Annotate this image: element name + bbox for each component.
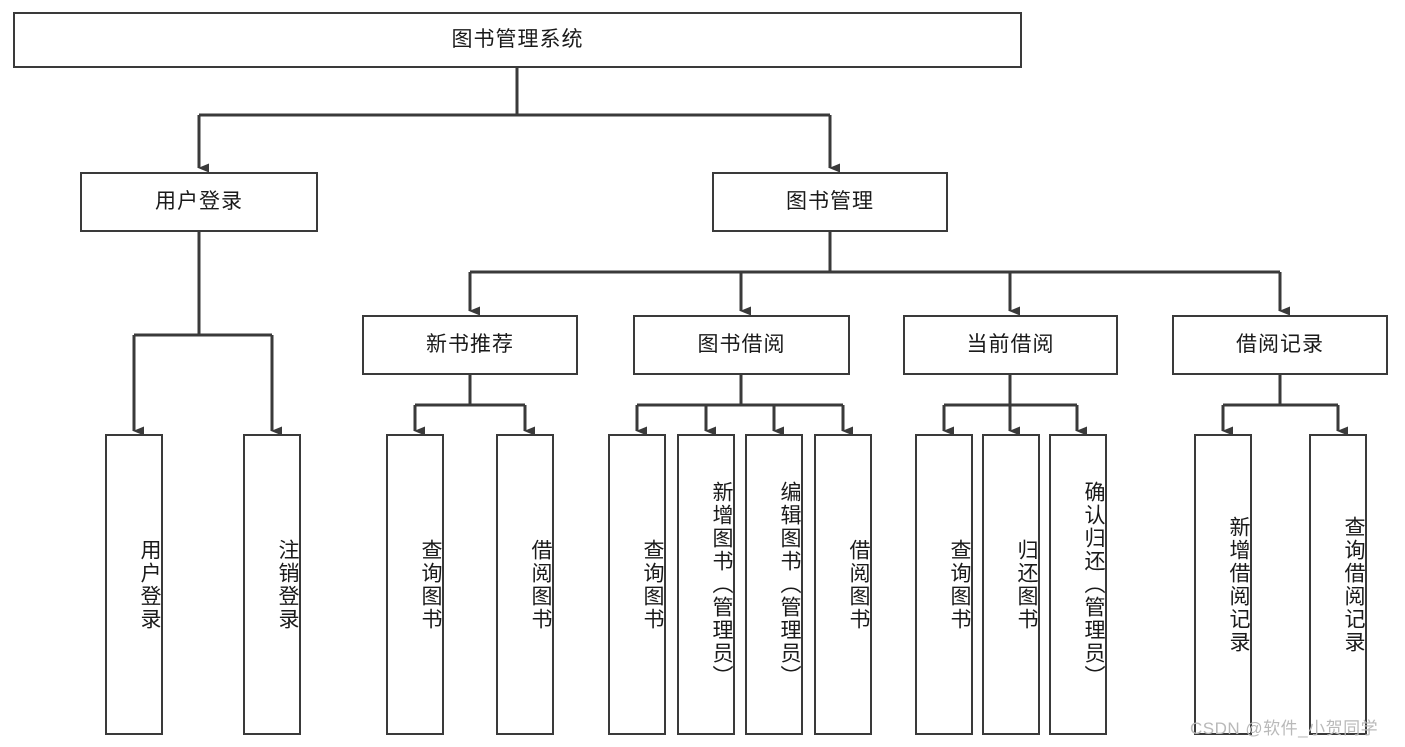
- node-leaf-query-book-3-label: 查询图书: [948, 538, 971, 631]
- node-user-login-label: 用户登录: [155, 190, 243, 214]
- node-leaf-query-book-3[interactable]: 查询图书: [915, 434, 973, 735]
- node-leaf-add-book[interactable]: 新增图书（管理员）: [677, 434, 735, 735]
- node-leaf-edit-book[interactable]: 编辑图书（管理员）: [745, 434, 803, 735]
- node-leaf-borrow-book-1[interactable]: 借阅图书: [496, 434, 554, 735]
- node-new-book-recommend[interactable]: 新书推荐: [362, 315, 578, 375]
- node-leaf-borrow-book-2[interactable]: 借阅图书: [814, 434, 872, 735]
- node-book-management[interactable]: 图书管理: [712, 172, 948, 232]
- node-leaf-return-book[interactable]: 归还图书: [982, 434, 1040, 735]
- node-leaf-query-record[interactable]: 查询借阅记录: [1309, 434, 1367, 735]
- node-leaf-return-book-label: 归还图书: [1015, 538, 1038, 631]
- node-book-management-label: 图书管理: [786, 190, 874, 214]
- node-leaf-borrow-book-2-label: 借阅图书: [847, 538, 870, 631]
- node-leaf-confirm-return[interactable]: 确认归还（管理员）: [1049, 434, 1107, 735]
- node-borrow-record-label: 借阅记录: [1236, 333, 1324, 357]
- node-book-borrow-label: 图书借阅: [697, 333, 786, 357]
- node-leaf-query-book-1[interactable]: 查询图书: [386, 434, 444, 735]
- node-leaf-logout-login[interactable]: 注销登录: [243, 434, 301, 735]
- node-user-login[interactable]: 用户登录: [80, 172, 318, 232]
- node-leaf-query-book-2-label: 查询图书: [641, 538, 664, 631]
- node-leaf-confirm-return-label: 确认归还（管理员）: [1082, 481, 1105, 688]
- node-leaf-edit-book-label: 编辑图书（管理员）: [778, 481, 801, 688]
- node-leaf-add-record-label: 新增借阅记录: [1227, 515, 1250, 654]
- node-leaf-user-login-label: 用户登录: [138, 538, 161, 631]
- node-borrow-record[interactable]: 借阅记录: [1172, 315, 1388, 375]
- node-leaf-borrow-book-1-label: 借阅图书: [529, 538, 552, 631]
- csdn-watermark: CSDN @软件_小贺同学: [1190, 719, 1379, 738]
- node-leaf-add-record[interactable]: 新增借阅记录: [1194, 434, 1252, 735]
- node-leaf-query-book-1-label: 查询图书: [419, 538, 442, 631]
- node-root-label: 图书管理系统: [451, 28, 584, 52]
- node-root[interactable]: 图书管理系统: [13, 12, 1022, 68]
- node-leaf-add-book-label: 新增图书（管理员）: [710, 481, 733, 688]
- node-current-borrow-label: 当前借阅: [966, 333, 1055, 357]
- node-current-borrow[interactable]: 当前借阅: [903, 315, 1118, 375]
- node-leaf-query-record-label: 查询借阅记录: [1342, 515, 1365, 654]
- node-new-book-recommend-label: 新书推荐: [426, 333, 514, 357]
- node-book-borrow[interactable]: 图书借阅: [633, 315, 850, 375]
- node-leaf-user-login[interactable]: 用户登录: [105, 434, 163, 735]
- node-leaf-query-book-2[interactable]: 查询图书: [608, 434, 666, 735]
- node-leaf-logout-login-label: 注销登录: [276, 538, 299, 631]
